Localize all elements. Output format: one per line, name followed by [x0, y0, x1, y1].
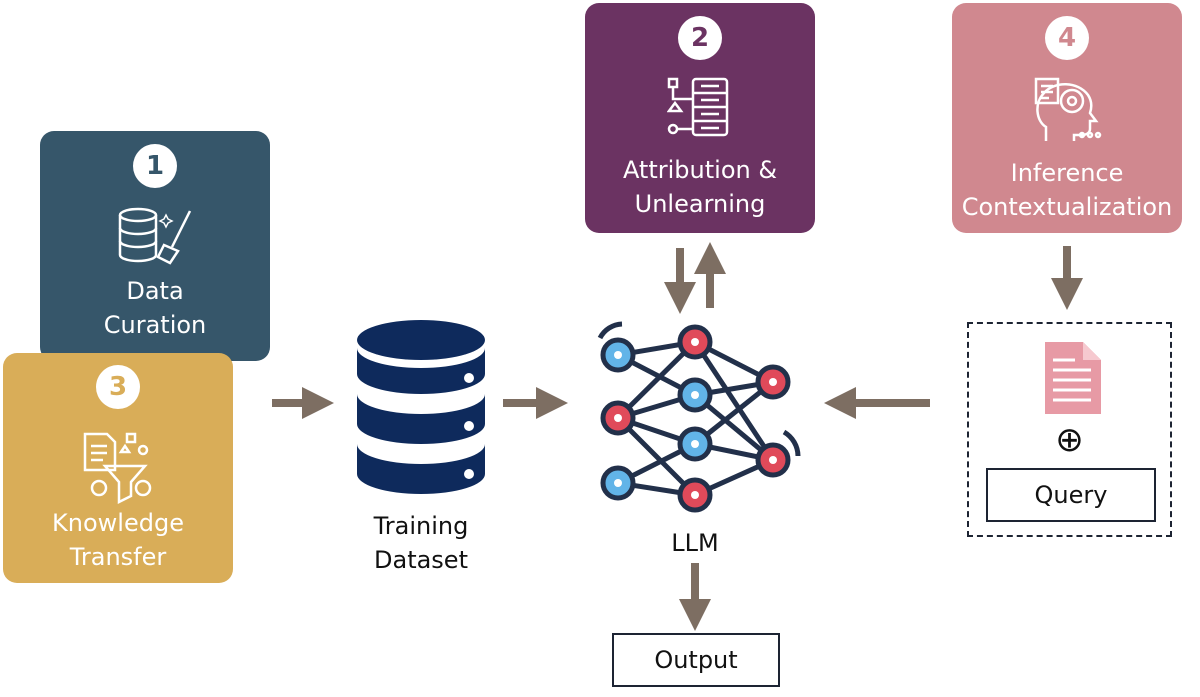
head-gear-icon	[1034, 77, 1102, 141]
step-number-badge: 1	[133, 144, 177, 188]
step-attribution-unlearning-card: 2 Attribution & Unlearning	[585, 3, 815, 233]
neural-network-icon	[597, 321, 801, 513]
query-context-panel: ⊕ Query	[967, 322, 1172, 537]
step-label: Data Curation	[103, 277, 207, 339]
step-data-curation-card: 1 Data Curation	[40, 131, 270, 361]
document-icon	[1045, 342, 1101, 414]
step-number-badge: 4	[1045, 16, 1089, 60]
step-knowledge-transfer-card: 3 Knowledge Transfer	[3, 353, 233, 583]
data-tree-icon	[667, 77, 729, 137]
step-label: Attribution & Unlearning	[622, 156, 778, 218]
training-dataset-label: Training Dataset	[373, 512, 469, 574]
output-box: Output	[612, 633, 780, 687]
step-label: Knowledge Transfer	[52, 509, 184, 571]
step-inference-contextualization-card: 4 Inference Contextualization	[952, 3, 1182, 233]
step-number-badge: 2	[678, 16, 722, 60]
document-funnel-icon	[83, 432, 152, 504]
step-label: Inference Contextualization	[961, 159, 1173, 221]
database-icon	[357, 320, 485, 494]
combine-symbol: ⊕	[1055, 420, 1084, 460]
step-number-badge: 3	[96, 365, 140, 409]
llm-label: LLM	[671, 529, 719, 557]
database-broom-icon	[118, 207, 192, 265]
query-box: Query	[986, 468, 1156, 522]
